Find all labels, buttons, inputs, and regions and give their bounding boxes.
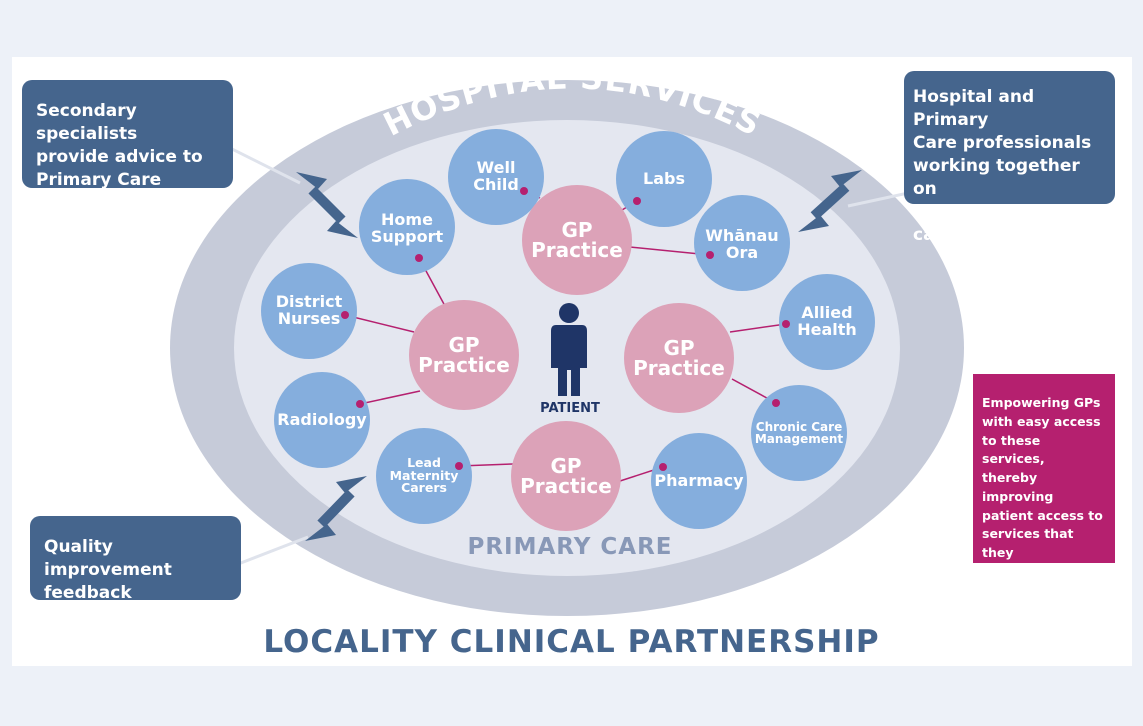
- circle-pharmacy: [651, 433, 747, 529]
- circle-radiology: [274, 372, 370, 468]
- circle-chronic-care: [751, 385, 847, 481]
- gp-label-left: GP Practice: [418, 333, 510, 377]
- double-arrow-top-left: [296, 172, 358, 238]
- service-circles: [261, 129, 875, 529]
- service-label-radiology: Radiology: [277, 409, 367, 429]
- gp-label-top: GP Practice: [531, 218, 623, 262]
- callout-empowering-gps: Empowering GPs with easy access to these…: [973, 374, 1115, 598]
- connector-dots: [341, 187, 790, 471]
- circle-district-nurses: [261, 263, 357, 359]
- service-label-lead-maternity: Lead Maternity Carers: [389, 455, 459, 496]
- gp-label-bottom: GP Practice: [520, 454, 612, 498]
- callout-hospital-primary: Hospital and Primary Care professionals …: [904, 71, 1115, 245]
- service-label-allied-health: Allied Health: [797, 303, 857, 339]
- service-label-pharmacy: Pharmacy: [654, 470, 744, 490]
- circle-gp-left: [409, 300, 519, 410]
- gp-circles: [409, 185, 734, 531]
- service-label-well-child: Well Child: [473, 158, 519, 194]
- callout-secondary-specialists: Secondary specialists provide advice to …: [22, 80, 233, 190]
- circle-gp-bottom: [511, 421, 621, 531]
- double-arrow-bottom-left: [305, 476, 367, 541]
- circle-home-support: [359, 179, 455, 275]
- page-title: LOCALITY CLINICAL PARTNERSHIP: [263, 624, 880, 660]
- circle-gp-top: [522, 185, 632, 295]
- double-arrow-top-right: [798, 170, 862, 232]
- gp-label-right: GP Practice: [633, 336, 725, 380]
- primary-care-label: PRIMARY CARE: [467, 534, 673, 560]
- patient-label: PATIENT: [540, 401, 600, 416]
- service-label-labs: Labs: [643, 168, 685, 188]
- circle-lead-maternity: [376, 428, 472, 524]
- patient-icon: [551, 303, 587, 396]
- service-label-whanau-ora: Whānau Ora: [705, 226, 779, 262]
- circle-whanau-ora: [694, 195, 790, 291]
- circle-gp-right: [624, 303, 734, 413]
- service-label-home-support: Home Support: [370, 210, 444, 246]
- service-label-district-nurses: District Nurses: [275, 292, 343, 328]
- circle-allied-health: [779, 274, 875, 370]
- service-label-chronic-care: Chronic Care Management: [754, 420, 844, 446]
- callout-quality-improvement: Quality improvement feedback: [30, 516, 241, 603]
- circle-well-child: [448, 129, 544, 225]
